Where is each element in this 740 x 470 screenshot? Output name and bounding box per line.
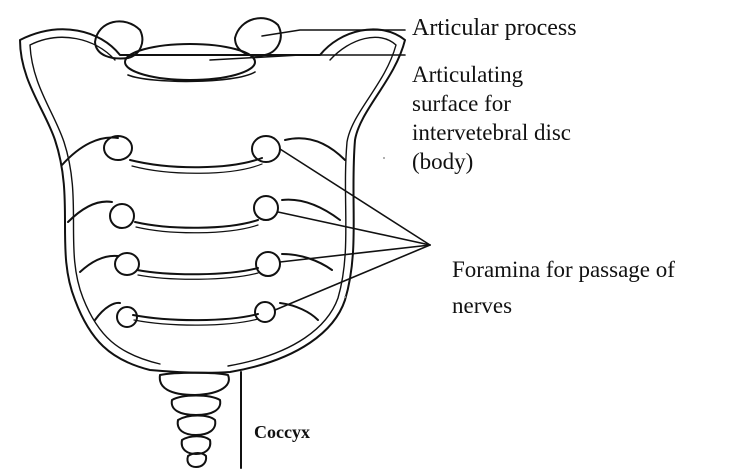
leader-foramina-3 [280,245,430,262]
leader-foramina-1 [280,149,430,245]
coccyx-segment-3 [178,416,216,436]
coccyx-segment-2 [172,396,221,416]
foramina-line-1: Foramina for passage of [452,252,675,288]
foramen-right-3 [256,252,280,276]
articulating-surface-line-3: intervetebral disc [412,118,571,147]
articulating-surface-line-4: (body) [412,147,571,176]
foramen-left-4 [117,307,137,327]
transverse-ridge-1 [130,158,262,167]
transverse-ridge-2 [135,220,258,228]
articulating-surface [125,44,255,80]
foramen-left-3 [115,253,139,275]
foramen-right-1 [252,136,280,162]
transverse-ridge-3 [137,268,258,274]
foramina-line-2: nerves [452,288,675,324]
transverse-ridge-4 [133,314,258,320]
articulating-surface-label: Articulating surface for intervetebral d… [412,60,571,176]
foramen-left-1 [104,136,132,160]
foramen-left-2 [110,204,134,228]
coccyx-tip [187,453,206,467]
coccyx-segment-4 [182,436,211,454]
foramina-label: Foramina for passage of nerves [452,252,675,324]
coccyx-segment-1 [160,373,229,395]
articulating-surface-line-1: Articulating [412,60,571,89]
articular-process-label: Articular process [412,15,577,42]
sacrum-outline-inner [30,37,396,366]
foramen-right-2 [254,196,278,220]
foramen-right-4 [255,302,275,322]
coccyx-label: Coccyx [254,422,310,443]
articulating-surface-line-2: surface for [412,89,571,118]
